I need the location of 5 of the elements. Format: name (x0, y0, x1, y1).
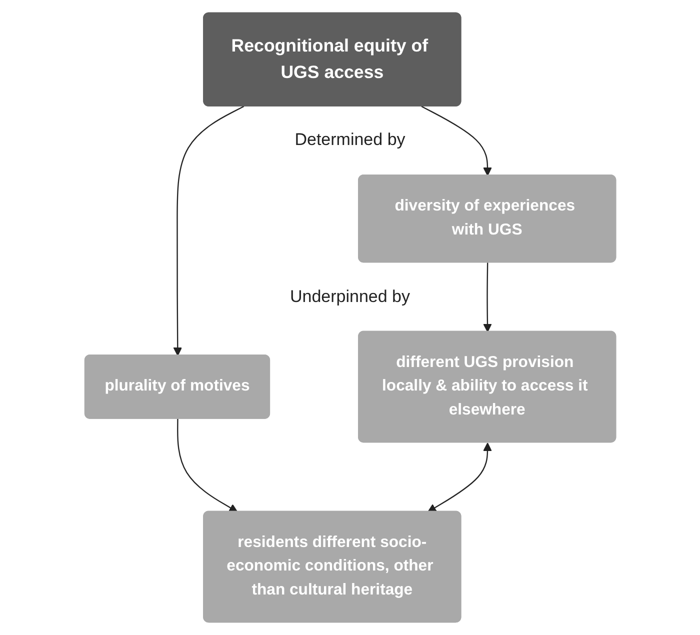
arrow (173, 106, 244, 356)
arrow (176, 418, 238, 512)
arrow (482, 262, 492, 332)
arrow (427, 442, 492, 512)
arrow (420, 106, 492, 176)
